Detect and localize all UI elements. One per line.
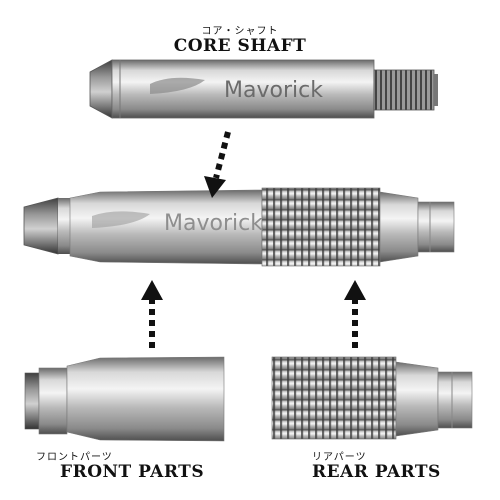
rear-parts bbox=[271, 356, 473, 440]
arrow-front-to-assembled bbox=[141, 280, 163, 348]
front-parts-label-jp: フロントパーツ bbox=[36, 452, 113, 463]
assembled-engraving: Mavorick bbox=[164, 211, 263, 236]
front-parts-label-en: FRONT PARTS bbox=[60, 462, 205, 482]
assembled-barrel: Mavorick bbox=[23, 187, 455, 267]
rear-parts-label-en: REAR PARTS bbox=[312, 462, 441, 482]
rear-parts-label-jp: リアパーツ bbox=[312, 452, 367, 463]
arrow-rear-to-assembled bbox=[344, 280, 366, 348]
core-engraving: Mavorick bbox=[224, 78, 323, 103]
core-shaft: Mavorick bbox=[89, 59, 438, 119]
arrow-core-to-assembled bbox=[204, 131, 231, 198]
core-shaft-label-en: CORE SHAFT bbox=[173, 36, 307, 56]
front-parts bbox=[24, 356, 225, 442]
core-shaft-label-jp: コア・シャフト bbox=[201, 26, 279, 37]
